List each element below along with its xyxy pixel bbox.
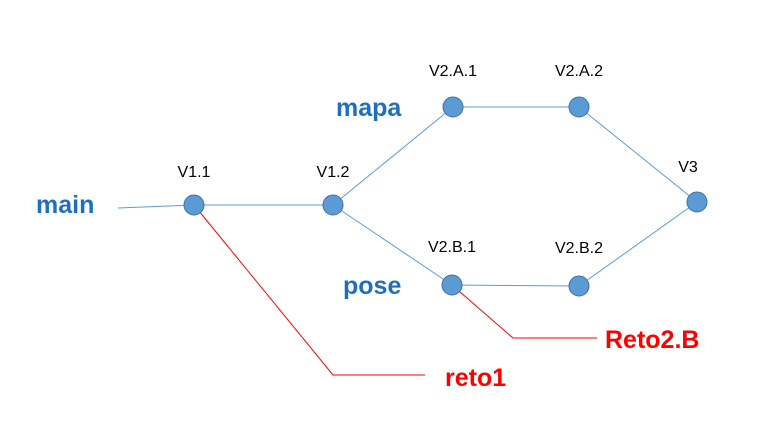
edge-main-start: [117, 204, 195, 209]
node-v2a2[interactable]: [568, 96, 590, 118]
branch-label-pose: pose: [343, 272, 401, 300]
node-v1-2[interactable]: [322, 194, 344, 216]
node-v1-1[interactable]: [183, 194, 205, 216]
branch-label-main: main: [36, 191, 94, 219]
label-v2a1: V2.A.1: [429, 63, 477, 80]
node-v2a1[interactable]: [442, 96, 464, 118]
label-v1-1: V1.1: [178, 164, 211, 181]
edge-v2b1-to-v2b2: [451, 284, 580, 287]
edge-v1-2-to-v2b1: [332, 204, 453, 286]
edge-v2a2-to-v3: [578, 106, 698, 203]
branch-label-mapa: mapa: [336, 94, 402, 122]
label-v2b1: V2.B.1: [428, 239, 476, 256]
edge-v1-2-to-v2a1: [332, 106, 454, 206]
branch-label-reto1: reto1: [445, 364, 506, 392]
edge-v1-1-to-reto1: [193, 204, 425, 376]
edge-v2b2-to-v3: [578, 201, 698, 287]
node-v2b1[interactable]: [441, 274, 463, 296]
label-v2b2: V2.B.2: [555, 240, 603, 257]
label-v2a2: V2.A.2: [555, 63, 603, 80]
label-v3: V3: [678, 159, 698, 176]
edge-v2b1-to-reto2b: [451, 284, 597, 339]
label-v1-2: V1.2: [317, 164, 350, 181]
node-v3[interactable]: [686, 191, 708, 213]
branch-label-reto2b: Reto2.B: [605, 326, 699, 354]
node-v2b2[interactable]: [568, 275, 590, 297]
